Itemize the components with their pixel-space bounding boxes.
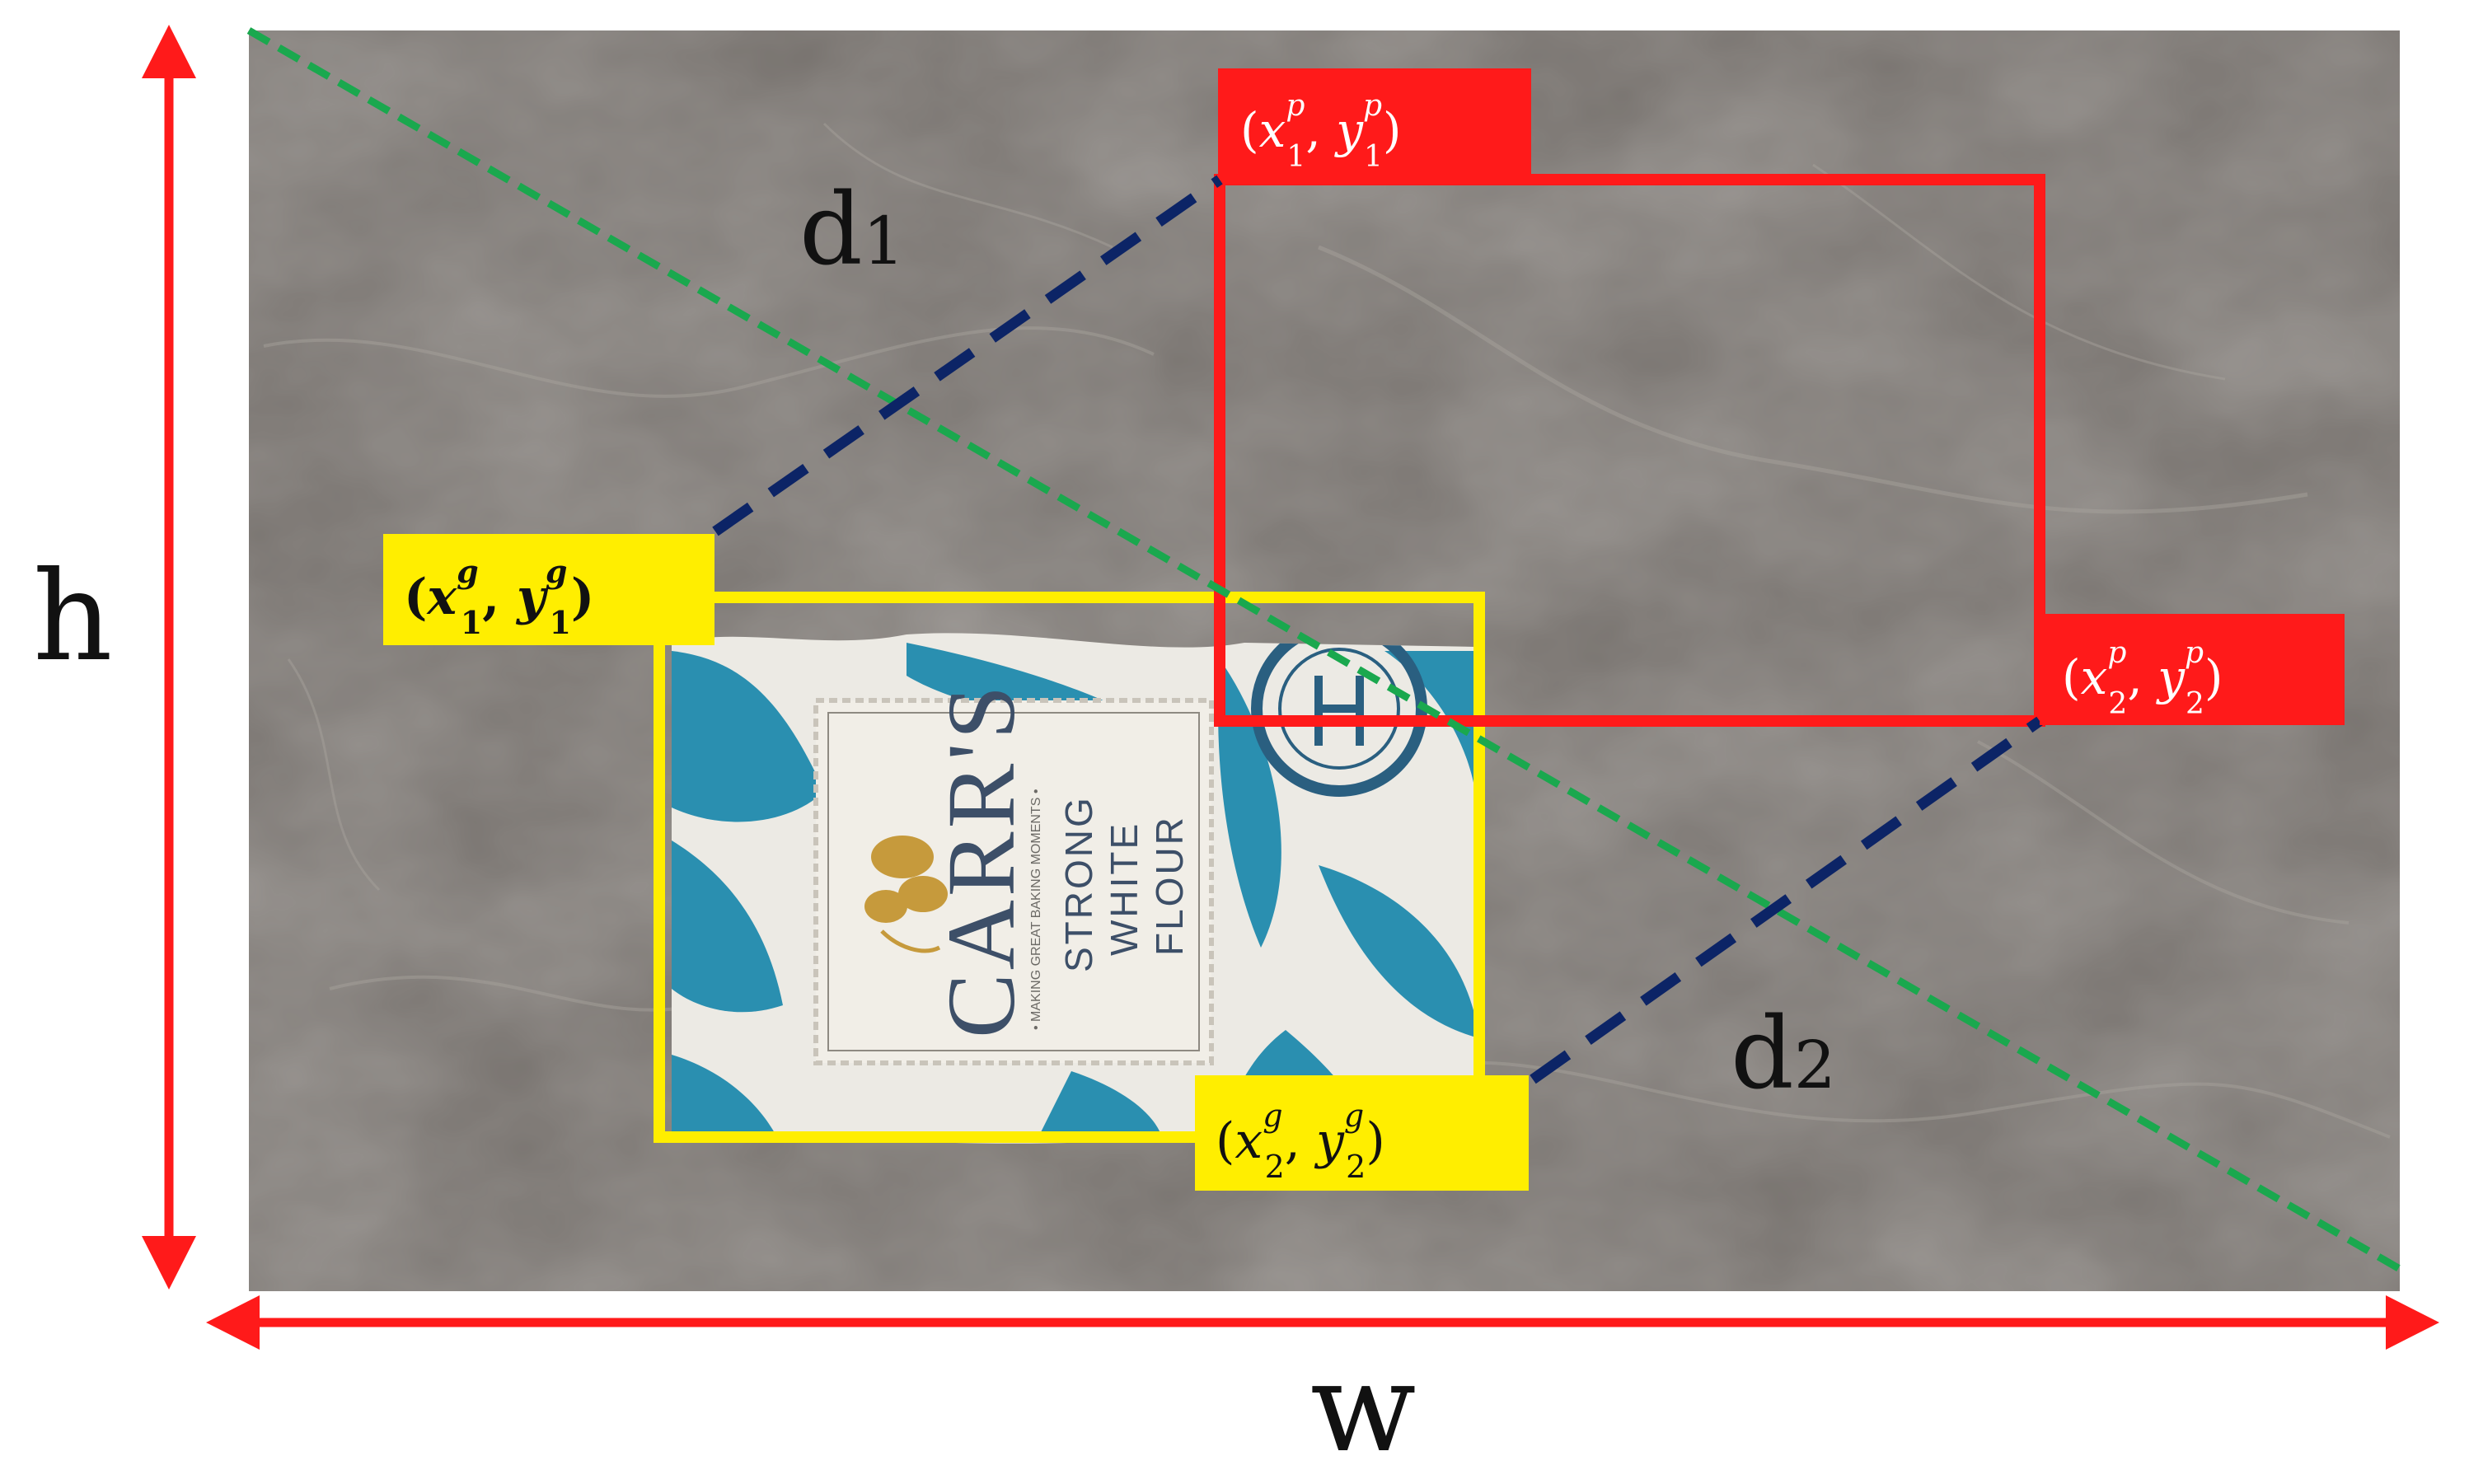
- width-arrow: [206, 1295, 2439, 1350]
- bag-tagline-text: • MAKING GREAT BAKING MOMENTS •: [1029, 789, 1043, 1030]
- bag-product-line1: STRONG: [1057, 795, 1100, 972]
- bag-wheat-illustration: [864, 836, 948, 953]
- bag-product-line3: FLOUR: [1148, 815, 1191, 956]
- bag-label-card: [813, 698, 1214, 1065]
- width-arrow-head-left: [206, 1295, 260, 1350]
- bag-texts: CARR'S • MAKING GREAT BAKING MOMENTS • S…: [927, 682, 1191, 1038]
- height-arrow: [142, 25, 196, 1290]
- prediction-box: [1214, 174, 2045, 727]
- distance-line-d2: [1530, 716, 2043, 1084]
- gt-bottom-right-tag: [1195, 1075, 1529, 1191]
- gt-top-left-tag: [383, 534, 714, 645]
- d2-label: d2: [1731, 997, 1836, 1112]
- bag-product-line2: WHITE: [1103, 822, 1145, 956]
- pred-bottom-right-tag: [2040, 614, 2345, 725]
- width-label: w: [1310, 1337, 1416, 1480]
- height-arrow-head-bottom: [142, 1236, 196, 1290]
- bag-seal-emblem: [1251, 633, 1427, 797]
- bag-brand-text: CARR'S: [927, 682, 1035, 1038]
- d1-label: d1: [799, 173, 905, 288]
- pred-top-left-tag: [1218, 68, 1531, 176]
- distance-line-d1: [712, 175, 1223, 536]
- height-arrow-head-top: [142, 25, 196, 78]
- ground-truth-box: [654, 592, 1485, 1143]
- width-arrow-head-right: [2386, 1295, 2439, 1350]
- height-label: h: [33, 545, 113, 689]
